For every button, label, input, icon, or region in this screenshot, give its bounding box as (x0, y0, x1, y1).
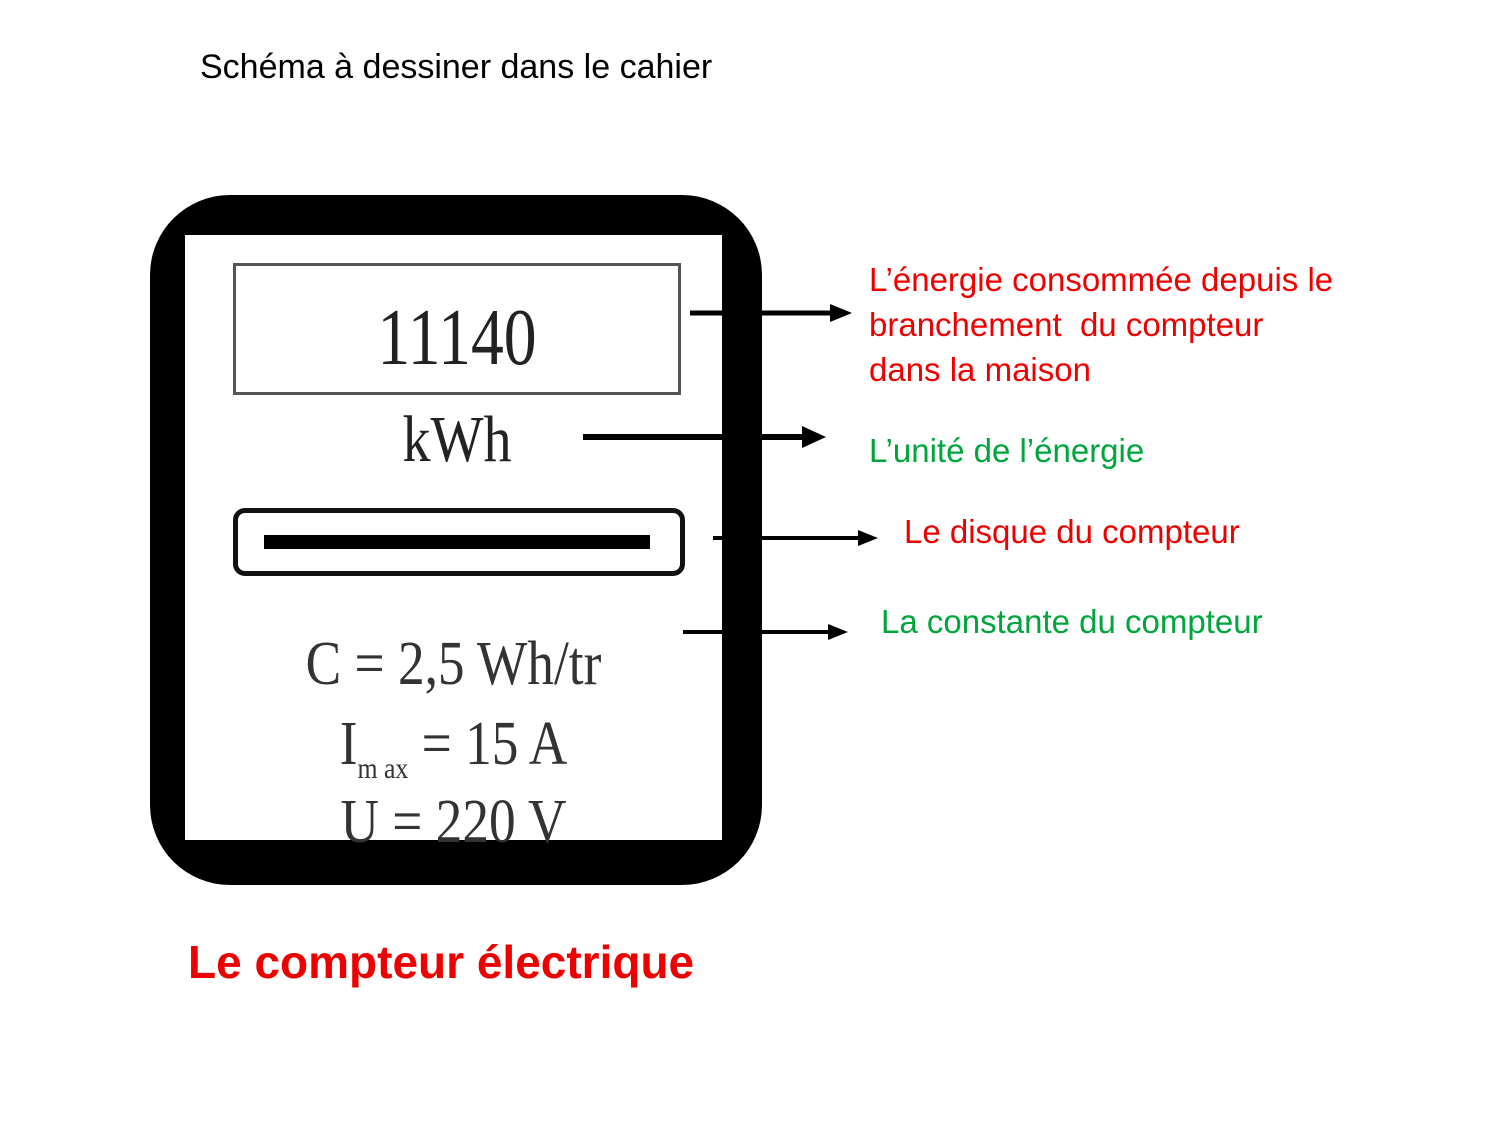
max-current-symbol: I (339, 710, 358, 778)
arrow-unit (583, 426, 826, 448)
diagram-caption: Le compteur électrique (188, 936, 695, 988)
arrow-energy (690, 304, 852, 322)
annotation-constant-line-1: La constante du compteur (881, 603, 1263, 640)
annotation-energy-line-1: L’énergie consommée depuis le (869, 261, 1334, 298)
annotation-energy-line-2: branchement du compteur (869, 306, 1264, 343)
arrow-constant (683, 624, 848, 640)
annotation-unit-line-1: L’unité de l’énergie (869, 432, 1145, 469)
voltage: U = 220 V (340, 788, 567, 856)
meter-face: 11140 kWh C = 2,5 Wh/tr Im ax = 15 A U =… (185, 235, 722, 853)
annotation-unit: L’unité de l’énergie (869, 428, 1144, 473)
annotation-energy-line-3: dans la maison (869, 351, 1091, 388)
energy-counter-display: 11140 (233, 263, 681, 395)
electric-meter: 11140 kWh C = 2,5 Wh/tr Im ax = 15 A U =… (150, 195, 762, 885)
annotation-disc-line-1: Le disque du compteur (904, 513, 1240, 550)
meter-disc-window (233, 508, 685, 576)
annotation-disc: Le disque du compteur (904, 509, 1240, 554)
max-current-value: = 15 A (408, 710, 568, 778)
meter-disc (264, 535, 650, 549)
annotation-energy: L’énergie consommée depuis le branchemen… (869, 257, 1333, 392)
counter-value: 11140 (377, 294, 537, 382)
max-current-subscript: m ax (357, 752, 409, 785)
meter-constant: C = 2,5 Wh/tr (305, 630, 602, 698)
max-current: Im ax = 15 A (223, 713, 685, 800)
annotation-constant: La constante du compteur (881, 599, 1263, 644)
instruction-text: Schéma à dessiner dans le cahier (200, 48, 713, 86)
counter-unit: kWh (402, 403, 512, 476)
arrow-disc (713, 530, 878, 546)
